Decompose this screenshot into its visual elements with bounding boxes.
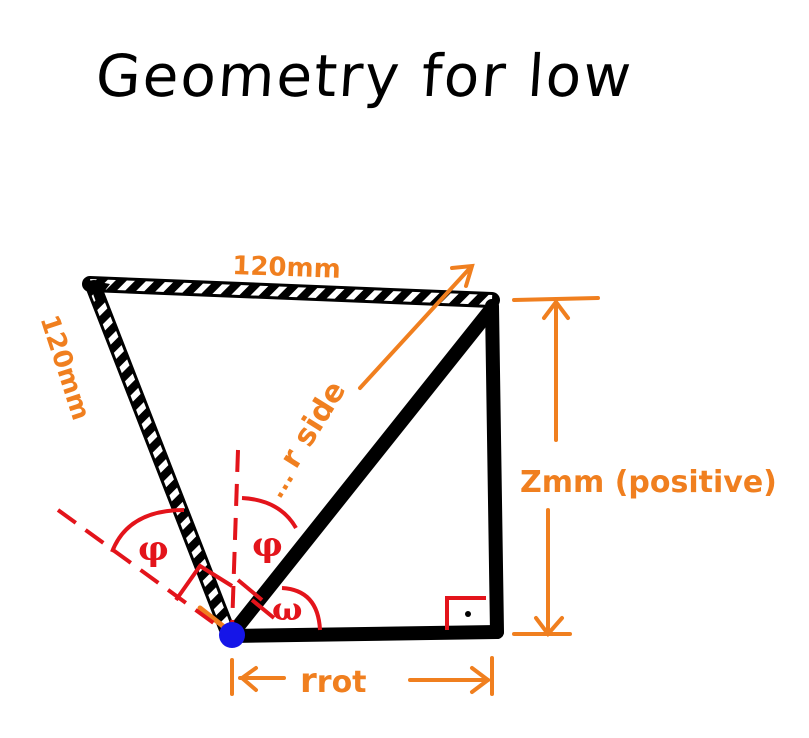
r-side-prefix-label: ...: [261, 465, 299, 503]
perpendicular-markers: [174, 563, 276, 620]
phi-right-label: φ: [252, 525, 283, 565]
left-edge-label: 120mm: [34, 311, 96, 423]
vertical-arm-line: [485, 299, 504, 639]
z-height-label: Zmm (positive): [520, 465, 777, 500]
r-side-label: r side: [273, 375, 353, 474]
base-arm-line: [225, 625, 504, 643]
phi-left-label: φ: [138, 529, 169, 569]
top-edge-label: 120mm: [232, 251, 341, 285]
left-hatched-edge: [86, 280, 236, 640]
diagonal-arm-line: [225, 301, 499, 641]
r-rot-dimension: [230, 656, 494, 696]
r-side-arrow: [358, 263, 475, 390]
top-hatched-edge: [82, 276, 500, 308]
right-angle-marker: [445, 596, 486, 630]
red-reference-lines: [56, 449, 240, 634]
z-dimension: [512, 296, 600, 638]
base-joint: [219, 622, 245, 648]
angle-arcs: [110, 496, 322, 631]
omega-label: ω: [272, 590, 302, 628]
r-rot-label: rrot: [300, 661, 367, 701]
corner-wedge: [88, 280, 110, 302]
